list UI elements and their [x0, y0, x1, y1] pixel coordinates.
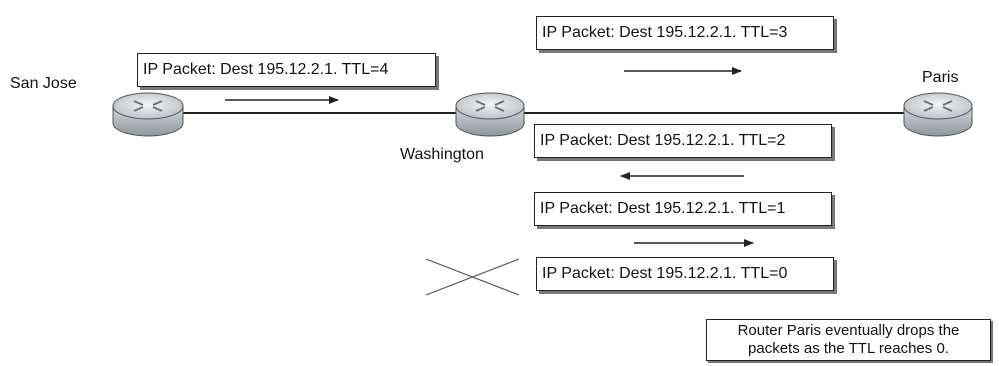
packet-box-ttl-2: IP Packet: Dest 195.12.2.1. TTL=2 — [534, 124, 832, 158]
router-icon — [455, 92, 525, 137]
packet-box-ttl-1: IP Packet: Dest 195.12.2.1. TTL=1 — [534, 192, 832, 226]
router-label-washington: Washington — [400, 146, 484, 163]
packet-box-ttl-0: IP Packet: Dest 195.12.2.1. TTL=0 — [536, 257, 834, 291]
router-label-san-jose: San Jose — [10, 75, 77, 92]
packet-box-ttl-4: IP Packet: Dest 195.12.2.1. TTL=4 — [137, 53, 436, 87]
packet-label: IP Packet: Dest 195.12.2.1. TTL=0 — [542, 265, 788, 282]
router-icon — [112, 92, 184, 137]
packet-label: IP Packet: Dest 195.12.2.1. TTL=2 — [540, 132, 786, 149]
packet-box-ttl-3: IP Packet: Dest 195.12.2.1. TTL=3 — [536, 16, 834, 50]
packet-label: IP Packet: Dest 195.12.2.1. TTL=1 — [540, 200, 786, 217]
drop-note-line-2: packets as the TTL reaches 0. — [748, 340, 949, 357]
packet-label: IP Packet: Dest 195.12.2.1. TTL=4 — [143, 61, 389, 78]
router-label-paris: Paris — [922, 69, 959, 86]
drop-note: Router Paris eventually drops the packet… — [706, 319, 991, 361]
drop-note-line-1: Router Paris eventually drops the — [737, 322, 960, 339]
packet-label: IP Packet: Dest 195.12.2.1. TTL=3 — [542, 24, 788, 41]
x-cross-icon — [425, 258, 520, 296]
router-icon — [903, 92, 973, 137]
